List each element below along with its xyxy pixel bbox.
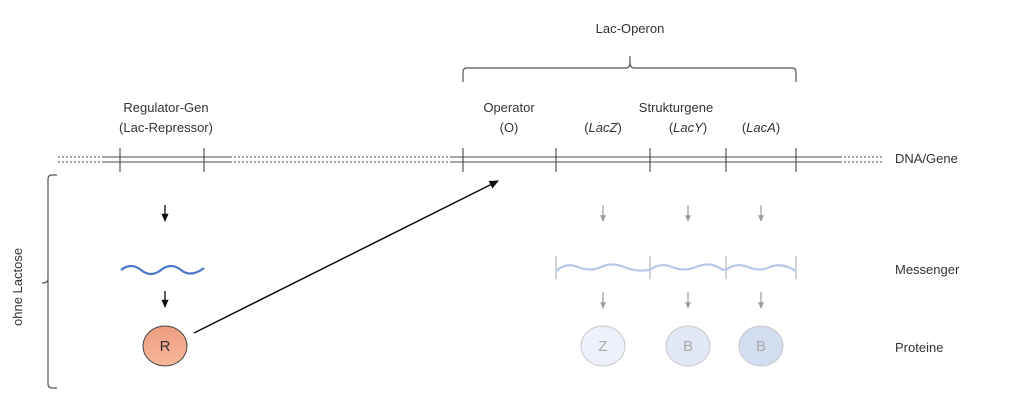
row-label-proteins: Proteine [895,340,944,355]
mrna-regulator [120,264,205,276]
protein-lacz: Z [580,325,626,367]
gene-label-lacy: (LacY) [668,120,708,135]
operator-label: Operator [483,100,535,115]
translation-arrows-structural [600,292,764,309]
gene-boundaries [119,148,797,172]
row-label-messenger: Messenger [895,262,960,277]
protein-label-lacz: Z [598,338,607,355]
row-label-dna: DNA/Gene [895,151,958,166]
protein-lacy: B [665,325,711,367]
condition-label: ohne Lactose [10,247,25,326]
protein-label-lacy: B [683,338,693,355]
structural-genes-label: Strukturgene [638,100,714,115]
protein-label-repressor: R [160,338,171,355]
gene-label-laca: (LacA) [741,120,781,135]
operon-bracket [462,56,797,82]
gene-label-lacz: (LacZ) [584,120,622,135]
protein-laca: B [738,325,784,367]
protein-repressor: R [142,325,188,367]
regulator-gene-sublabel: (Lac-Repressor) [119,120,213,135]
operator-sublabel: (O) [499,120,519,135]
dna-strand [58,156,882,163]
transcription-arrows-structural [600,205,764,222]
regulator-gene-label: Regulator-Gen [123,100,209,115]
repressor-binding-arrow [193,180,499,334]
protein-label-laca: B [756,338,766,355]
mrna-structural [555,256,797,279]
operon-title: Lac-Operon [595,21,665,36]
condition-bracket [41,174,57,389]
